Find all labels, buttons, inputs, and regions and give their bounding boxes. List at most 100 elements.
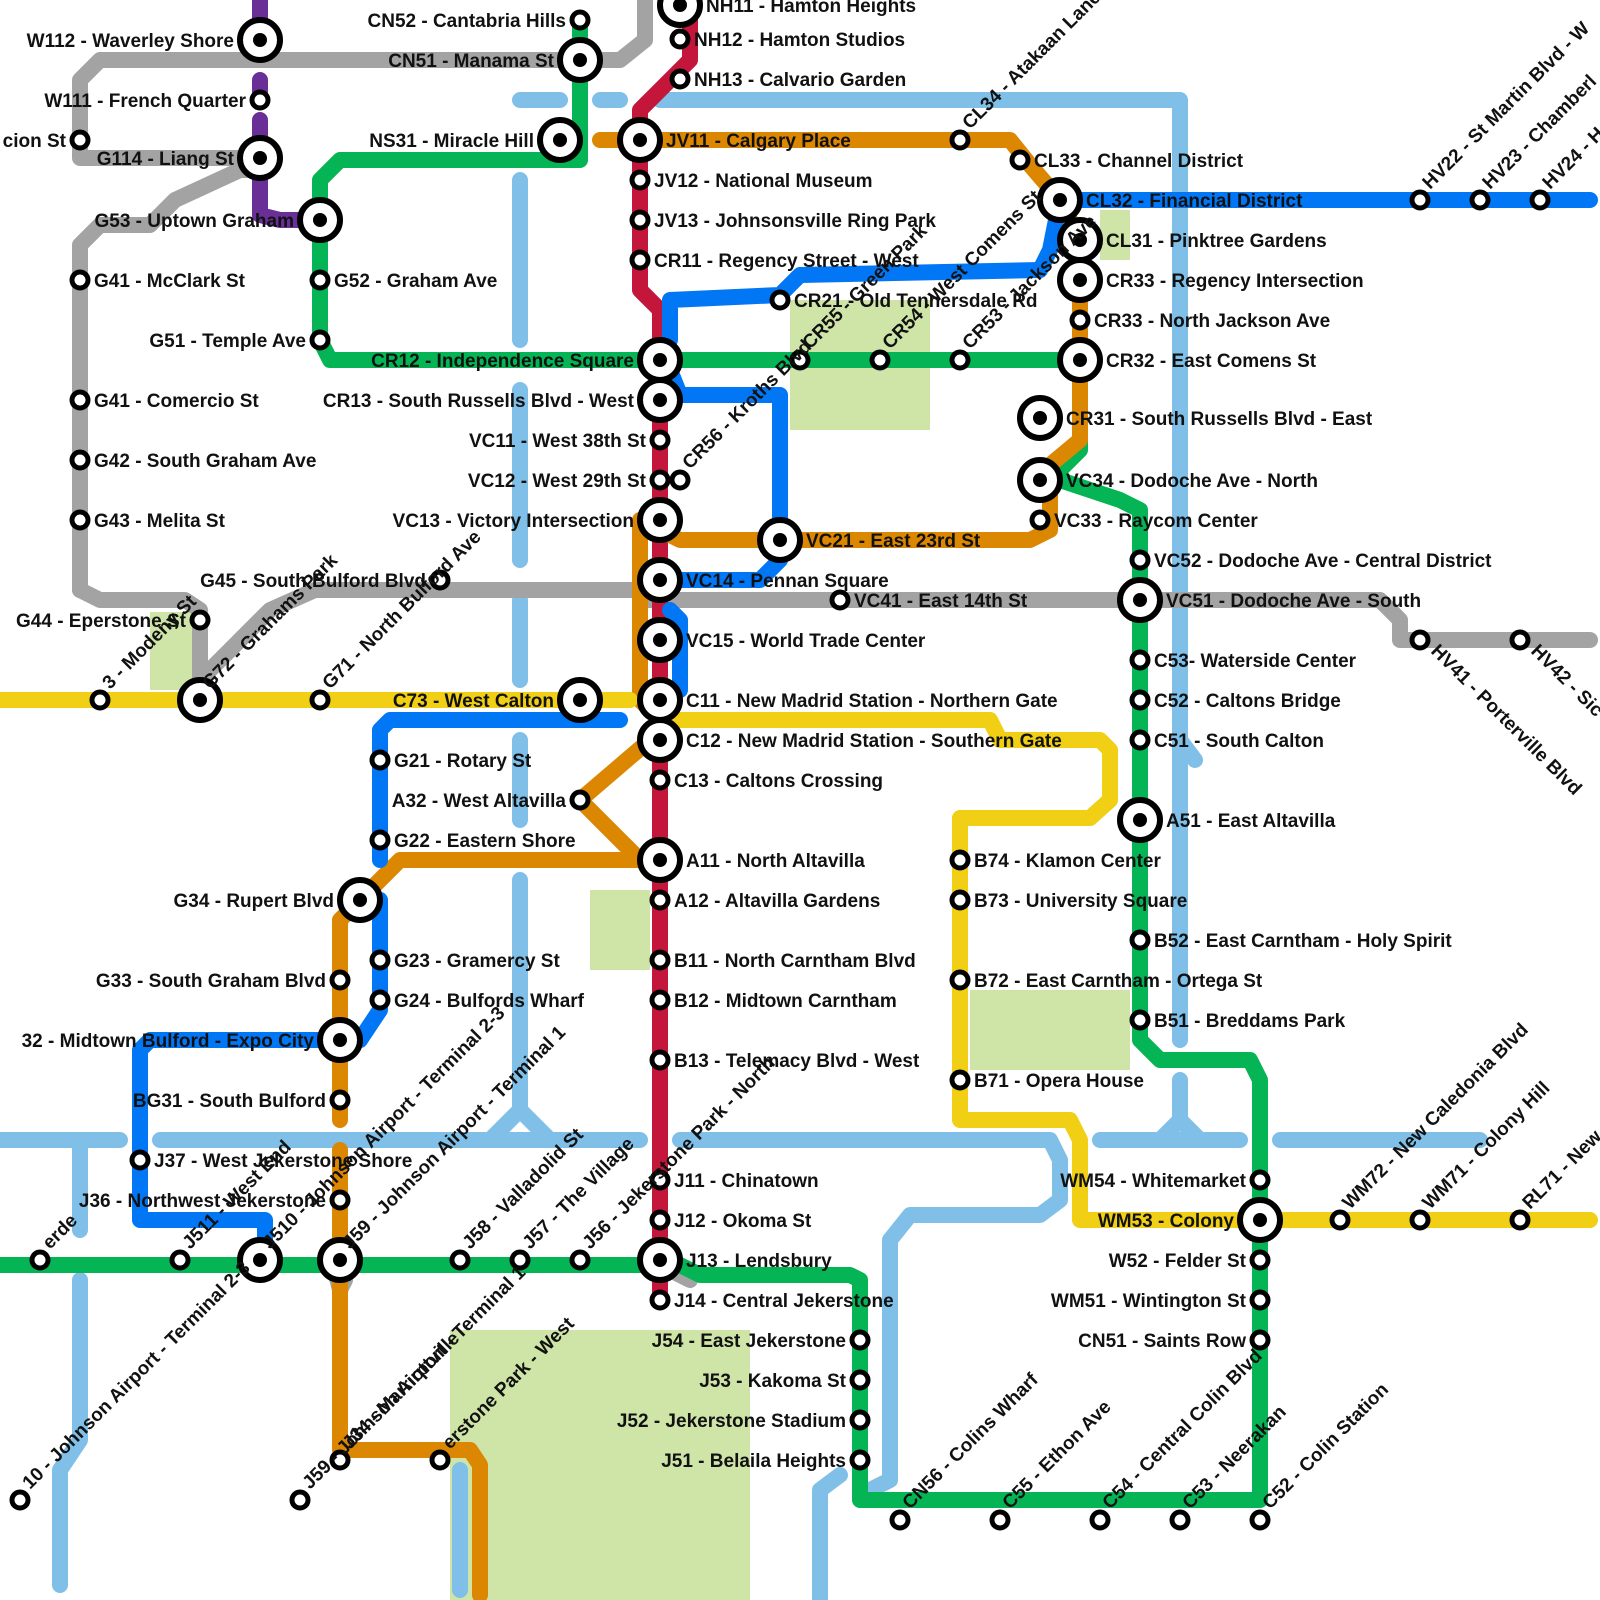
station-c12-new-madrid-station-southern-gate[interactable] — [637, 717, 683, 763]
station-w112-waverley-shore[interactable] — [237, 17, 283, 63]
station-g24-bulfords-wharf[interactable] — [369, 989, 391, 1011]
station-g43-melita-st[interactable] — [69, 509, 91, 531]
station-vc15-world-trade-center[interactable] — [637, 617, 683, 663]
station-a32-west-altavilla[interactable] — [569, 789, 591, 811]
station-j13-lendsbury[interactable] — [637, 1237, 683, 1283]
station-10-johnson-airport-terminal-2-3[interactable] — [9, 1489, 31, 1511]
station-g34-rupert-blvd[interactable] — [337, 877, 383, 923]
station-cn51-saints-row[interactable] — [1249, 1329, 1271, 1351]
station-b72-east-carntham-ortega-st[interactable] — [949, 969, 971, 991]
station-g44-eperstone-st[interactable] — [189, 609, 211, 631]
station-vc34-dodoche-ave-north[interactable] — [1017, 457, 1063, 503]
station-cr21-old-tennersdale-rd[interactable] — [769, 289, 791, 311]
station-b51-breddams-park[interactable] — [1129, 1009, 1151, 1031]
station-j53-kakoma-st[interactable] — [849, 1369, 871, 1391]
station-j58-valladolid-st[interactable] — [449, 1249, 471, 1271]
station-cion-st[interactable] — [69, 129, 91, 151]
station-cr55-green-park[interactable] — [789, 349, 811, 371]
station-cl33-channel-district[interactable] — [1009, 149, 1031, 171]
station-c73-west-calton[interactable] — [557, 677, 603, 723]
station-erstone-park-west[interactable] — [429, 1449, 451, 1471]
station-bg31-south-bulford[interactable] — [329, 1089, 351, 1111]
station-vc51-dodoche-ave-south[interactable] — [1117, 577, 1163, 623]
station-b12-midtown-carntham[interactable] — [649, 989, 671, 1011]
station-vc11-west-38th-st[interactable] — [649, 429, 671, 451]
station-w111-french-quarter[interactable] — [249, 89, 271, 111]
station-j12-okoma-st[interactable] — [649, 1209, 671, 1231]
station-j34-marriottville[interactable] — [329, 1449, 351, 1471]
station-j59-johnson-airport-terminal-1[interactable] — [317, 1237, 363, 1283]
station-hv24-h[interactable] — [1529, 189, 1551, 211]
station-c53-neerakan[interactable] — [1169, 1509, 1191, 1531]
station-c11-new-madrid-station-northern-gate[interactable] — [637, 677, 683, 723]
station-b52-east-carntham-holy-spirit[interactable] — [1129, 929, 1151, 951]
station-nh11-hamton-heights[interactable] — [657, 0, 703, 28]
station-nh12-hamton-studios[interactable] — [669, 28, 691, 50]
station-cr31-south-russells-blvd-east[interactable] — [1017, 395, 1063, 441]
station-b71-opera-house[interactable] — [949, 1069, 971, 1091]
station-g53-uptown-graham[interactable] — [297, 197, 343, 243]
station-cl32-financial-district[interactable] — [1037, 177, 1083, 223]
station-cr32-east-comens-st[interactable] — [1057, 337, 1103, 383]
station-c54-central-colin-blvd[interactable] — [1089, 1509, 1111, 1531]
station-wm71-colony-hill[interactable] — [1409, 1209, 1431, 1231]
station-cl34-atakaan-lane[interactable] — [949, 129, 971, 151]
station-j52-jekerstone-stadium[interactable] — [849, 1409, 871, 1431]
station-g52-graham-ave[interactable] — [309, 269, 331, 291]
station-a51-east-altavilla[interactable] — [1117, 797, 1163, 843]
station-jv13-johnsonsville-ring-park[interactable] — [629, 209, 651, 231]
station-j37-west-jekerstone-shore[interactable] — [129, 1149, 151, 1171]
station-cr11-regency-street-west[interactable] — [629, 249, 651, 271]
station-cr12-independence-square[interactable] — [637, 337, 683, 383]
station-ns31-miracle-hill[interactable] — [537, 117, 583, 163]
station-g41-mcclark-st[interactable] — [69, 269, 91, 291]
station-c52-caltons-bridge[interactable] — [1129, 689, 1151, 711]
station-c52-colin-station[interactable] — [1249, 1509, 1271, 1531]
station-cr33-regency-intersection[interactable] — [1057, 257, 1103, 303]
station-j511-west-end[interactable] — [169, 1249, 191, 1271]
station-cn51-manama-st[interactable] — [557, 37, 603, 83]
station-a11-north-altavilla[interactable] — [637, 837, 683, 883]
station-b13-telemacy-blvd-west[interactable] — [649, 1049, 671, 1071]
station-g41-comercio-st[interactable] — [69, 389, 91, 411]
station-3-modeny-st[interactable] — [89, 689, 111, 711]
station-hv23-chamberl[interactable] — [1469, 189, 1491, 211]
station-vc21-east-23rd-st[interactable] — [757, 517, 803, 563]
station-wm54-whitemarket[interactable] — [1249, 1169, 1271, 1191]
station-vc33-raycom-center[interactable] — [1029, 509, 1051, 531]
station-g114-liang-st[interactable] — [237, 135, 283, 181]
station-hv22-st-martin-blvd-w[interactable] — [1409, 189, 1431, 211]
station-b73-university-square[interactable] — [949, 889, 971, 911]
station-cr56-kroths-blvd[interactable] — [669, 469, 691, 491]
station-jv11-calgary-place[interactable] — [617, 117, 663, 163]
station-vc52-dodoche-ave-central-district[interactable] — [1129, 549, 1151, 571]
station-j51-belaila-heights[interactable] — [849, 1449, 871, 1471]
station-cr53-jackson-ave[interactable] — [949, 349, 971, 371]
station-j56-jekerstone-park-north[interactable] — [569, 1249, 591, 1271]
station-c53-waterside-center[interactable] — [1129, 649, 1151, 671]
station-vc13-victory-intersection[interactable] — [637, 497, 683, 543]
station-vc14-pennan-square[interactable] — [637, 557, 683, 603]
station-rl71-new[interactable] — [1509, 1209, 1531, 1231]
station-j57-the-village[interactable] — [509, 1249, 531, 1271]
station-hv41-porterville-blvd[interactable] — [1409, 629, 1431, 651]
station-c13-caltons-crossing[interactable] — [649, 769, 671, 791]
station-c51-south-calton[interactable] — [1129, 729, 1151, 751]
station-nh13-calvario-garden[interactable] — [669, 68, 691, 90]
station-cn56-colins-wharf[interactable] — [889, 1509, 911, 1531]
station-wm53-colony[interactable] — [1237, 1197, 1283, 1243]
station-j36-northwest-jekerstone[interactable] — [329, 1189, 351, 1211]
station-g23-gramercy-st[interactable] — [369, 949, 391, 971]
station-g45-south-bulford-blvd[interactable] — [429, 569, 451, 591]
station-cr54-west-comens-st[interactable] — [869, 349, 891, 371]
station-g22-eastern-shore[interactable] — [369, 829, 391, 851]
station-32-midtown-bulford-expo-city[interactable] — [317, 1017, 363, 1063]
station-g71-north-bulford-ave[interactable] — [309, 689, 331, 711]
station-vc41-east-14th-st[interactable] — [829, 589, 851, 611]
station-j54-east-jekerstone[interactable] — [849, 1329, 871, 1351]
station-jv12-national-museum[interactable] — [629, 169, 651, 191]
station-cr33-north-jackson-ave[interactable] — [1069, 309, 1091, 331]
station-cn52-cantabria-hills[interactable] — [569, 9, 591, 31]
station-vc12-west-29th-st[interactable] — [649, 469, 671, 491]
station-b74-klamon-center[interactable] — [949, 849, 971, 871]
